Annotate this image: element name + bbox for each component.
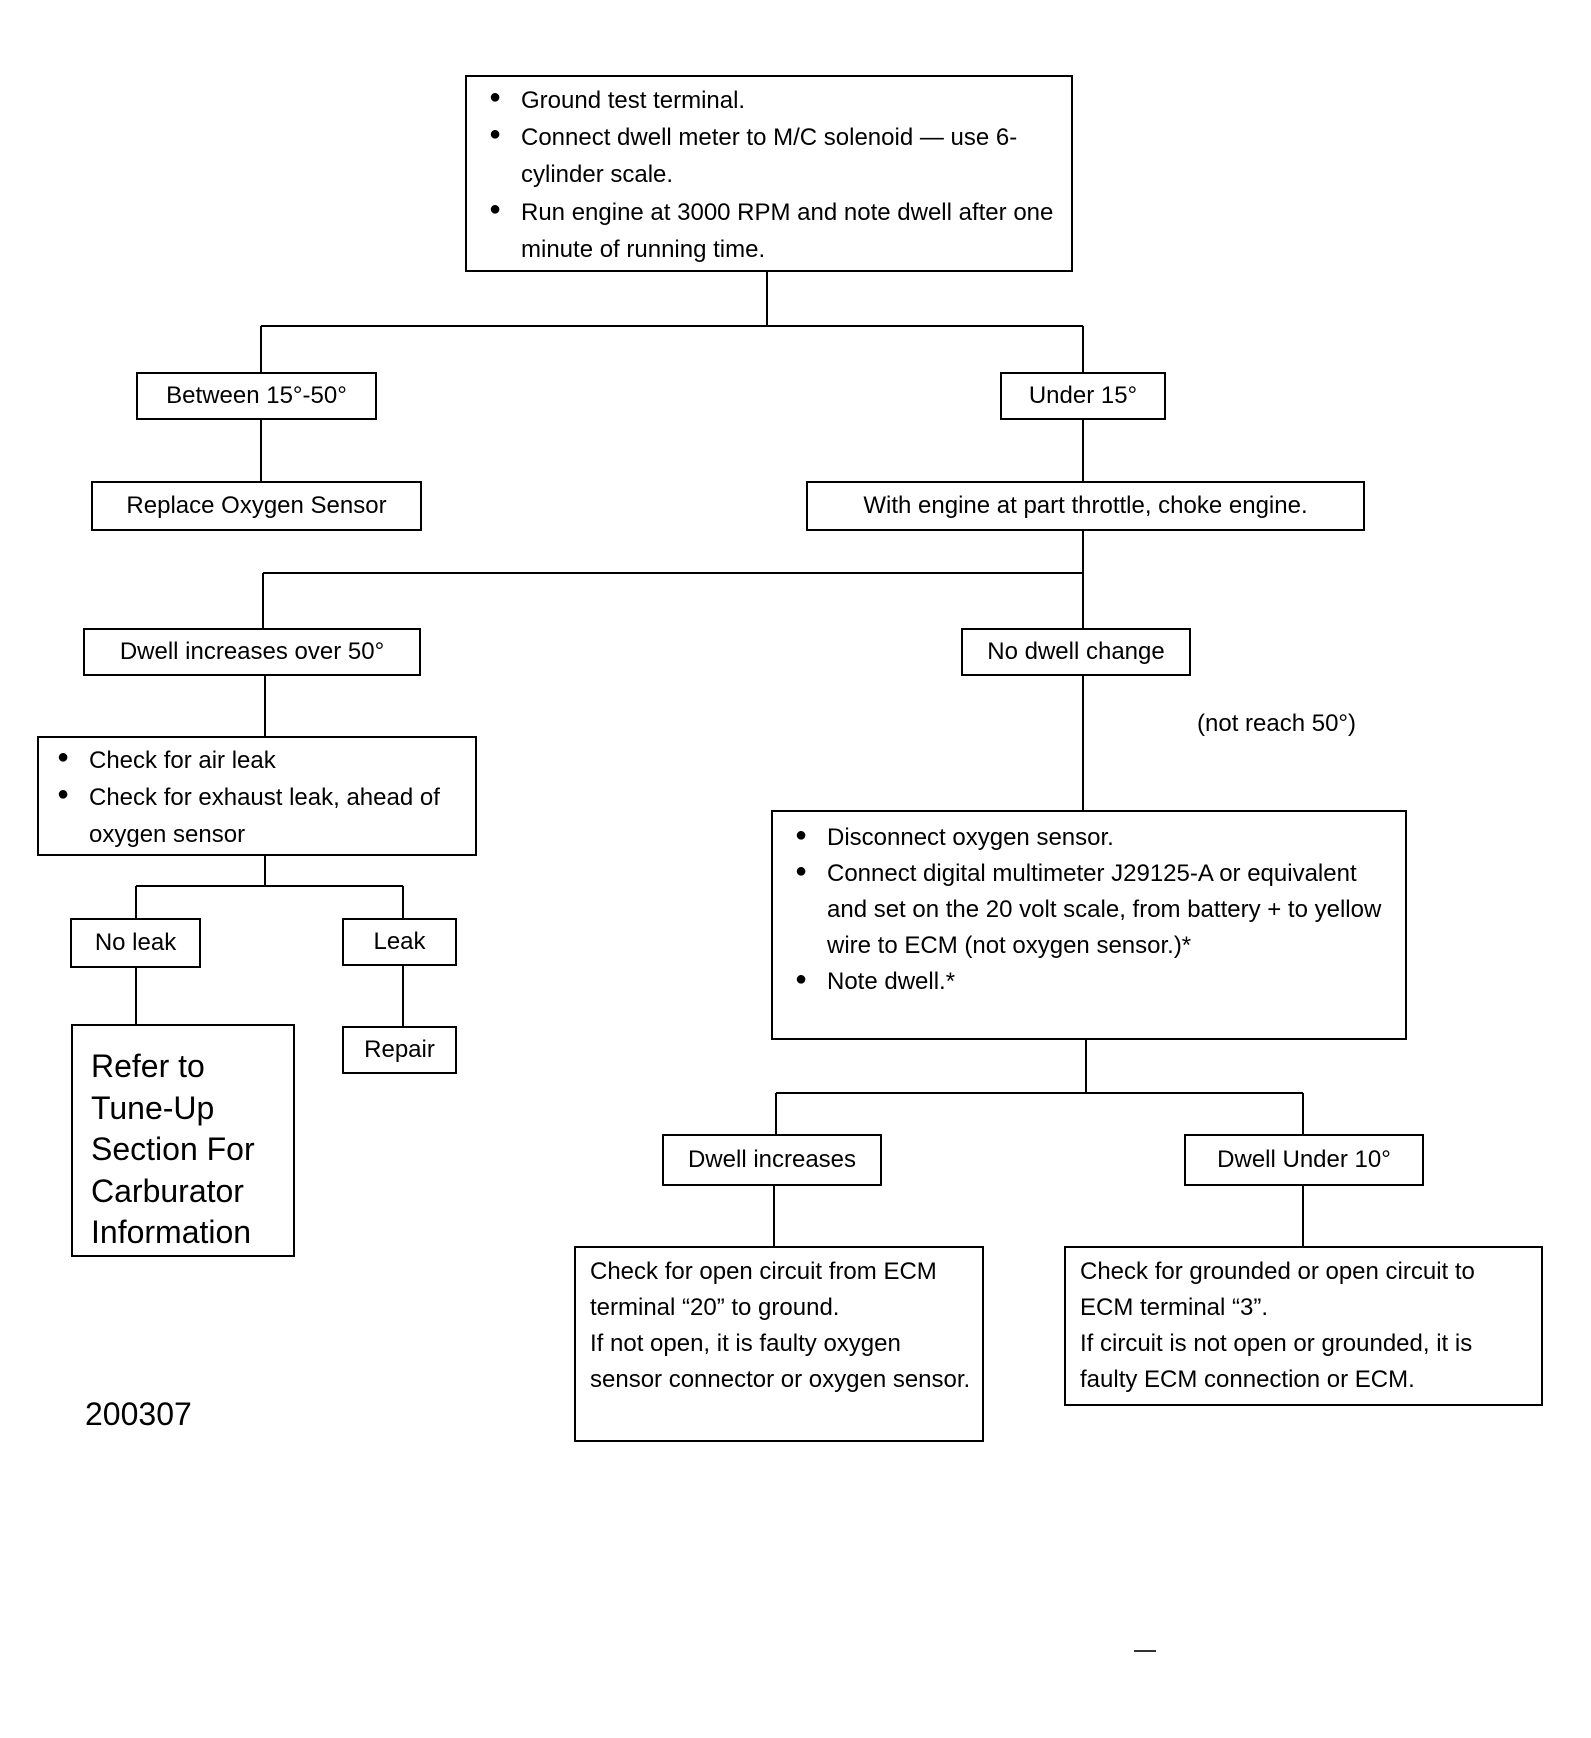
between-15-50-box: Between 15°-50°: [136, 372, 377, 420]
list-item: Check for air leak: [53, 742, 465, 779]
leak-box: Leak: [342, 918, 457, 966]
figure-number: 200307: [85, 1396, 192, 1432]
between-15-50-label: Between 15°-50°: [166, 382, 347, 410]
disconnect-oxygen-sensor-box: Disconnect oxygen sensor. Connect digita…: [771, 810, 1407, 1040]
under-15-label: Under 15°: [1028, 382, 1138, 410]
replace-oxygen-sensor-label: Replace Oxygen Sensor: [126, 492, 387, 520]
list-item: Run engine at 3000 RPM and note dwell af…: [485, 194, 1059, 268]
choke-engine-box: With engine at part throttle, choke engi…: [806, 481, 1365, 531]
dwell-increases-box: Dwell increases: [662, 1134, 882, 1186]
dwell-increases-label: Dwell increases: [687, 1146, 857, 1174]
not-reach-50-note: (not reach 50°): [1197, 710, 1357, 737]
dwell-under-10-box: Dwell Under 10°: [1184, 1134, 1424, 1186]
tune-up-reference-text: Refer to Tune-Up Section For Carburator …: [91, 1048, 255, 1251]
leak-label: Leak: [373, 928, 426, 956]
repair-label: Repair: [364, 1036, 435, 1064]
choke-engine-label: With engine at part throttle, choke engi…: [863, 492, 1308, 520]
list-item: Connect digital multimeter J29125-A or e…: [791, 856, 1395, 964]
under-15-box: Under 15°: [1000, 372, 1166, 420]
no-leak-box: No leak: [70, 918, 201, 968]
no-dwell-change-label: No dwell change: [987, 638, 1165, 666]
list-item: Ground test terminal.: [485, 82, 1059, 119]
dwell-increases-over-50-label: Dwell increases over 50°: [119, 638, 385, 666]
grounded-circuit-check-box: Check for grounded or open circuit to EC…: [1064, 1246, 1543, 1406]
leak-check-list: Check for air leak Check for exhaust lea…: [53, 742, 465, 854]
repair-box: Repair: [342, 1026, 457, 1074]
dwell-under-10-label: Dwell Under 10°: [1217, 1146, 1391, 1174]
list-item: Note dwell.*: [791, 964, 1395, 1000]
replace-oxygen-sensor-box: Replace Oxygen Sensor: [91, 481, 422, 531]
no-dwell-change-box: No dwell change: [961, 628, 1191, 676]
grounded-circuit-result-text: If circuit is not open or grounded, it i…: [1080, 1330, 1473, 1393]
no-leak-label: No leak: [94, 929, 177, 957]
stray-mark: [1134, 1650, 1156, 1652]
list-item: Disconnect oxygen sensor.: [791, 820, 1395, 856]
dwell-increases-over-50-box: Dwell increases over 50°: [83, 628, 421, 676]
grounded-circuit-check-text: Check for grounded or open circuit to EC…: [1080, 1258, 1475, 1321]
list-item: Check for exhaust leak, ahead of oxygen …: [53, 779, 465, 853]
open-circuit-result-text: If not open, it is faulty oxygen sensor …: [590, 1330, 971, 1393]
list-item: Connect dwell meter to M/C solenoid — us…: [485, 119, 1059, 193]
start-instructions-box: Ground test terminal. Connect dwell mete…: [465, 75, 1073, 272]
open-circuit-check-text: Check for open circuit from ECM terminal…: [590, 1258, 937, 1321]
open-circuit-check-box: Check for open circuit from ECM terminal…: [574, 1246, 984, 1442]
disconnect-instructions-list: Disconnect oxygen sensor. Connect digita…: [791, 820, 1395, 1000]
tune-up-reference-box: Refer to Tune-Up Section For Carburator …: [71, 1024, 295, 1257]
start-instructions-list: Ground test terminal. Connect dwell mete…: [485, 82, 1059, 268]
leak-check-box: Check for air leak Check for exhaust lea…: [37, 736, 477, 856]
